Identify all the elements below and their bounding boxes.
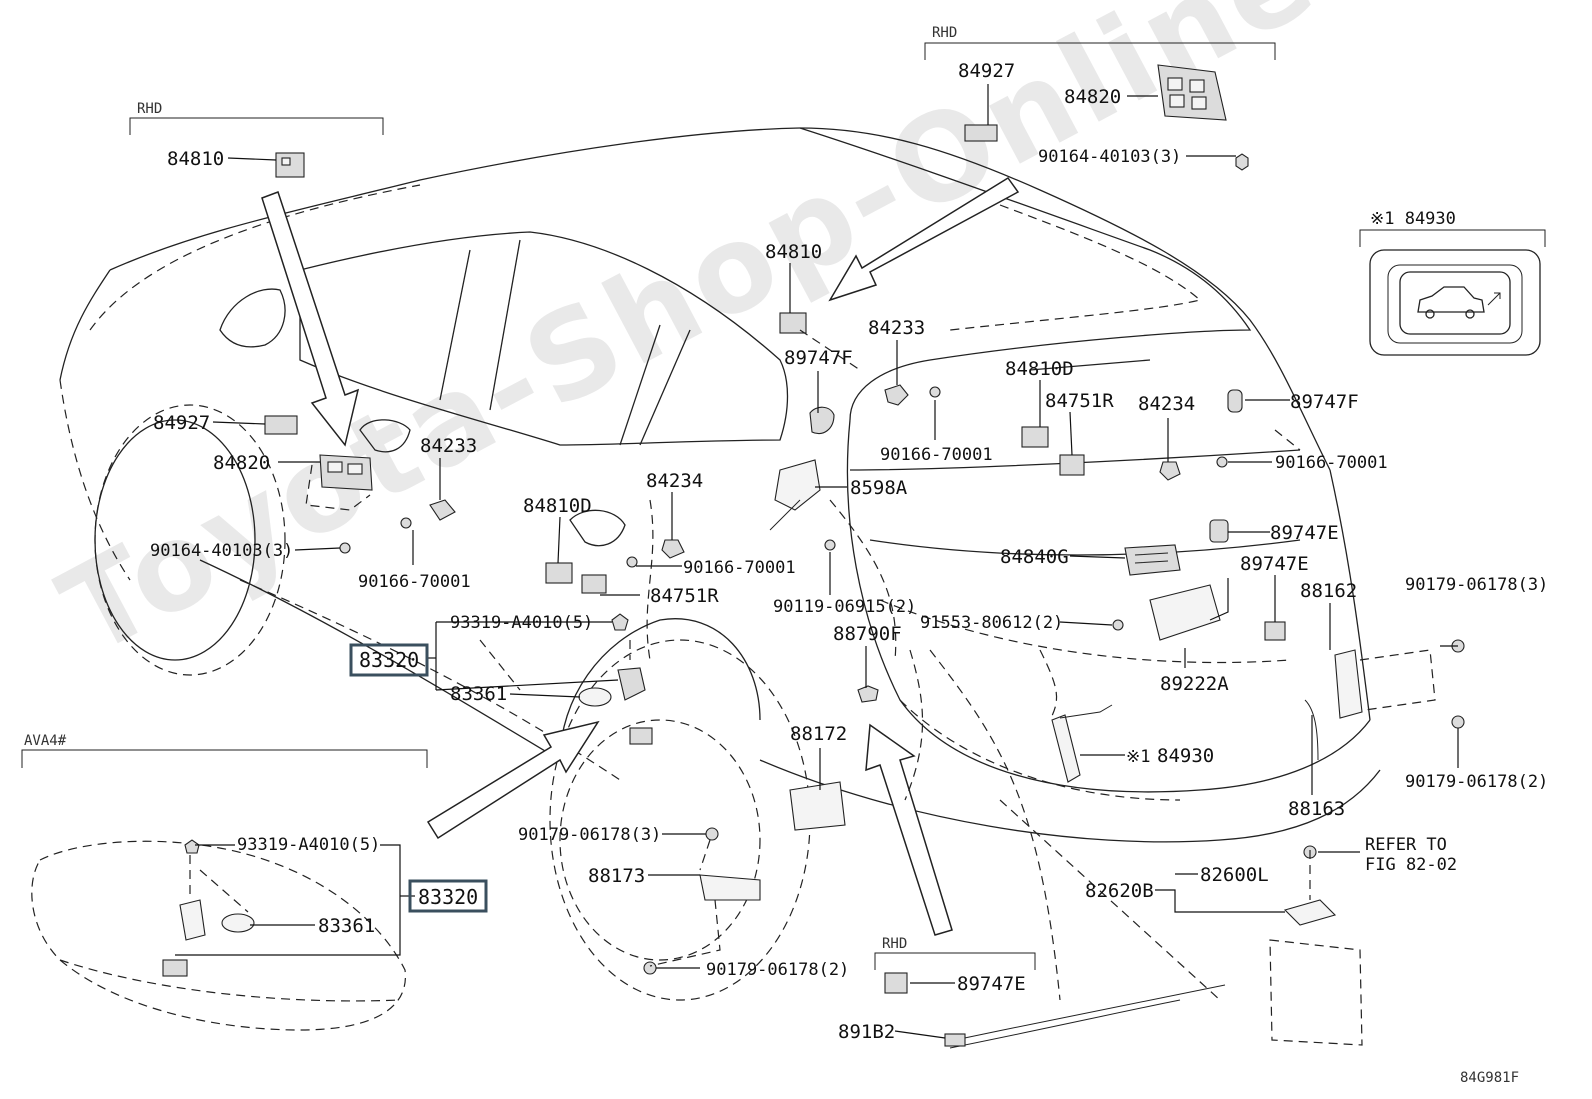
bracket-rhd-bottom (874, 952, 1036, 970)
label-90166-70001[interactable]: 90166-70001 (683, 558, 796, 578)
part-shapes (162, 64, 1465, 1049)
label-84820[interactable]: 84820 (1064, 86, 1121, 108)
label-84233[interactable]: 84233 (868, 317, 925, 339)
ava4-inset-panel (31, 840, 406, 1031)
label-90179-06178[interactable]: 90179-06178(3) (518, 825, 661, 845)
label-89747e[interactable]: 89747E (957, 973, 1026, 995)
label-88162[interactable]: 88162 (1300, 580, 1357, 602)
label-84751r[interactable]: 84751R (650, 585, 719, 607)
label-90166-70001[interactable]: 90166-70001 (358, 572, 471, 592)
label-84820[interactable]: 84820 (213, 452, 270, 474)
label-84810[interactable]: 84810 (167, 148, 224, 170)
label-84234[interactable]: 84234 (1138, 393, 1195, 415)
dashed-projections (189, 329, 1311, 1001)
highlight-box-83320-main (349, 643, 429, 677)
part-labels: 84810 84927 84820 90164-40103(3) 84810 8… (150, 60, 1548, 1086)
label-91553-80612[interactable]: 91553-80612(2) (920, 613, 1063, 633)
arrow-fuel-lid (426, 720, 600, 840)
arrow-rear-bottom (865, 723, 953, 936)
section-rhd-left: RHD (137, 101, 162, 117)
arrow-front-door (261, 191, 360, 447)
label-84930-mark: ※1 (1126, 747, 1150, 767)
label-89222a[interactable]: 89222A (1160, 673, 1229, 695)
section-ava4: AVA4# (24, 733, 67, 749)
label-84930[interactable]: 84930 (1157, 745, 1214, 767)
bracket-ava4 (21, 749, 428, 768)
refer-note-line1: REFER TO (1365, 835, 1447, 855)
label-90179-06178[interactable]: 90179-06178(2) (706, 960, 849, 980)
label-90164-40103[interactable]: 90164-40103(3) (1038, 147, 1181, 167)
label-90166-70001[interactable]: 90166-70001 (1275, 453, 1388, 473)
label-84927[interactable]: 84927 (153, 412, 210, 434)
switch-84930-inset (1369, 249, 1541, 356)
label-90179-06178[interactable]: 90179-06178(3) (1405, 575, 1548, 595)
label-83320[interactable]: 83320 (418, 885, 478, 909)
label-84810d[interactable]: 84810D (523, 495, 592, 517)
highlight-box-83320-ava4 (408, 879, 488, 913)
section-note-84930: ※1 84930 (1370, 209, 1456, 229)
label-89747f[interactable]: 89747F (784, 347, 853, 369)
label-89747f[interactable]: 89747F (1290, 391, 1359, 413)
figure-code: 84G981F (1460, 1070, 1519, 1086)
label-93319-a4010[interactable]: 93319-A4010(5) (450, 613, 593, 633)
section-rhd-bottom: RHD (882, 936, 907, 952)
label-88173[interactable]: 88173 (588, 865, 645, 887)
bracket-84930 (1359, 229, 1546, 247)
bracket-rhd-left (129, 117, 384, 135)
arrow-top-right (828, 176, 1020, 302)
label-90166-70001[interactable]: 90166-70001 (880, 445, 993, 465)
label-90119-06915[interactable]: 90119-06915(2) (773, 597, 916, 617)
label-8598a[interactable]: 8598A (850, 477, 908, 499)
label-84840g[interactable]: 84840G (1000, 546, 1069, 568)
label-84234[interactable]: 84234 (646, 470, 703, 492)
label-90164-40103[interactable]: 90164-40103(3) (150, 541, 293, 561)
label-84927[interactable]: 84927 (958, 60, 1015, 82)
label-82620b[interactable]: 82620B (1085, 880, 1154, 902)
label-891b2[interactable]: 891B2 (838, 1021, 895, 1043)
label-89747e[interactable]: 89747E (1240, 553, 1309, 575)
label-84810d[interactable]: 84810D (1005, 358, 1074, 380)
section-rhd-top: RHD (932, 25, 957, 41)
label-83320[interactable]: 83320 (359, 648, 419, 672)
label-90179-06178[interactable]: 90179-06178(2) (1405, 772, 1548, 792)
label-84810[interactable]: 84810 (765, 241, 822, 263)
label-82600l[interactable]: 82600L (1200, 864, 1269, 886)
label-83361[interactable]: 83361 (450, 683, 507, 705)
leader-lines (175, 84, 1459, 1039)
label-93319-a4010[interactable]: 93319-A4010(5) (237, 835, 380, 855)
label-88172[interactable]: 88172 (790, 723, 847, 745)
label-89747e[interactable]: 89747E (1270, 522, 1339, 544)
refer-note-line2: FIG 82-02 (1365, 855, 1457, 875)
bracket-rhd-top (924, 42, 1276, 60)
label-88790f[interactable]: 88790F (833, 623, 902, 645)
label-88163[interactable]: 88163 (1288, 798, 1345, 820)
label-83361[interactable]: 83361 (318, 915, 375, 937)
label-84233[interactable]: 84233 (420, 435, 477, 457)
label-84751r[interactable]: 84751R (1045, 390, 1114, 412)
